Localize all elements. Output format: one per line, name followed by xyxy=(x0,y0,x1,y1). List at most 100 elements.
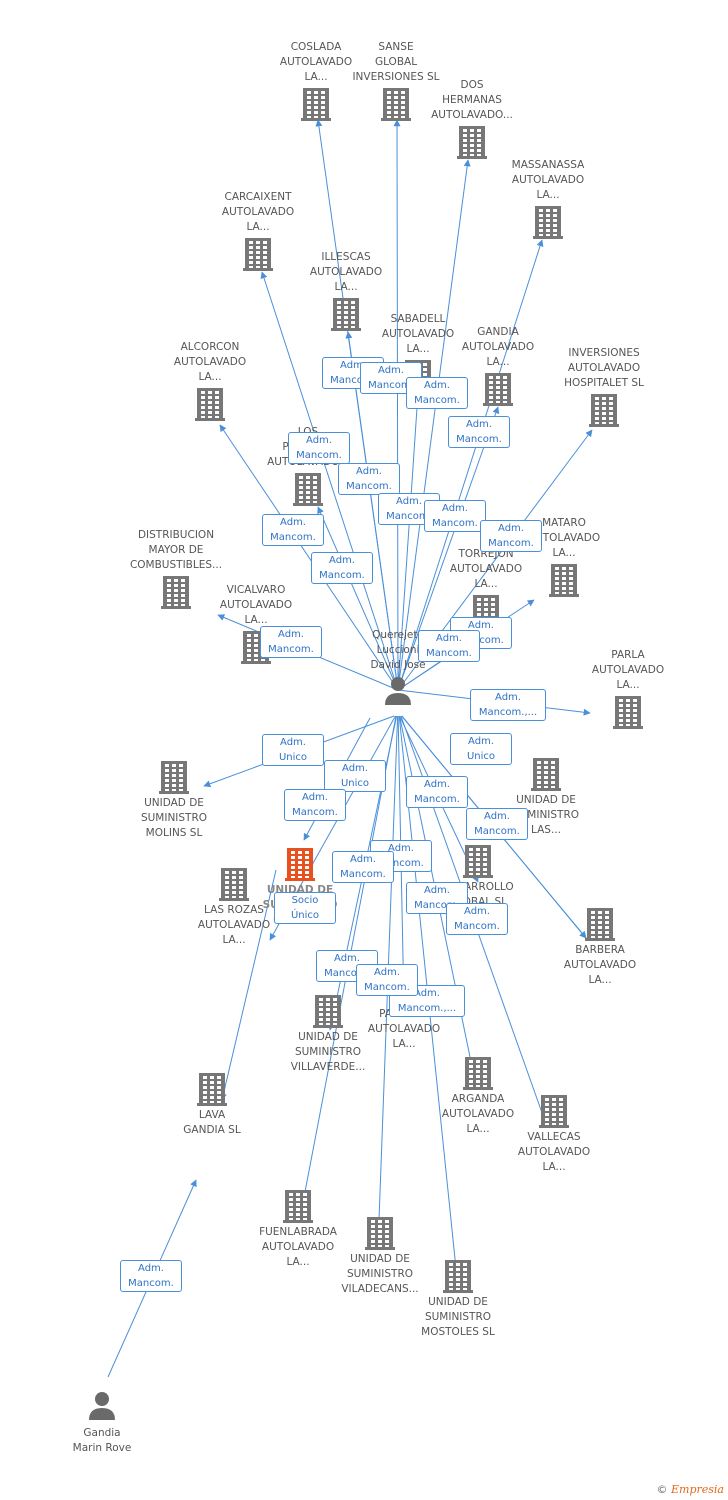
building-icon xyxy=(526,757,566,791)
company-mataro[interactable]: MATARO AUTOLAVADO LA... xyxy=(514,516,614,599)
building-icon xyxy=(608,695,648,729)
edge-focus-lava xyxy=(220,869,277,1101)
edge-sanse xyxy=(393,119,401,691)
building-icon xyxy=(308,994,348,1028)
company-las-rozas-label: LAS ROZAS AUTOLAVADO LA... xyxy=(197,904,271,946)
company-gandia-autolavado[interactable]: GANDIA AUTOLAVADO LA... xyxy=(448,325,548,408)
edge-label-vallecas: Adm. Mancom. xyxy=(446,903,508,935)
edge-label-molins: Adm. Unico xyxy=(262,734,324,766)
company-las-rozas[interactable]: LAS ROZAS AUTOLAVADO LA... xyxy=(184,865,284,948)
building-icon xyxy=(438,1259,478,1293)
edge-label-desarrollo: Adm. Mancom. xyxy=(406,776,468,808)
building-icon xyxy=(192,1072,232,1106)
brand-logo: Empresia xyxy=(671,1483,724,1496)
company-torrejon-label: TORREJON AUTOLAVADO LA... xyxy=(449,548,523,590)
edge-label-illescas: Adm. Mancom. xyxy=(338,463,400,495)
edge-label-carcaixent: Adm. Mancom. xyxy=(288,432,350,464)
company-massanassa[interactable]: MASSANASSA AUTOLAVADO LA... xyxy=(498,158,598,241)
company-inversiones-hospitalet-label: INVERSIONES AUTOLAVADO HOSPITALET SL xyxy=(564,347,644,389)
building-icon xyxy=(280,847,320,881)
edge-los-palacios xyxy=(317,506,399,691)
building-icon xyxy=(458,844,498,878)
company-distribucion-label: DISTRIBUCION MAYOR DE COMBUSTIBLES... xyxy=(129,529,223,571)
edge-label-vicalvaro: Adm. Mancom. xyxy=(260,626,322,658)
company-gandia-autolavado-label: GANDIA AUTOLAVADO LA... xyxy=(461,326,535,368)
company-fuenlabrada[interactable]: FUENLABRADA AUTOLAVADO LA... xyxy=(248,1187,348,1270)
building-icon xyxy=(458,1056,498,1090)
edge-gandia-autolavado xyxy=(397,406,500,691)
edge-dos-hermanas xyxy=(397,159,471,691)
company-barbera[interactable]: BARBERA AUTOLAVADO LA... xyxy=(550,905,650,988)
edge-label-focus: Adm. Unico xyxy=(324,760,386,792)
building-icon xyxy=(452,125,492,159)
company-distribucion[interactable]: DISTRIBUCION MAYOR DE COMBUSTIBLES... xyxy=(126,528,226,611)
company-molins[interactable]: UNIDAD DE SUMINISTRO MOLINS SL xyxy=(124,758,224,841)
edge-label-focus-lava: Socio Único xyxy=(274,892,336,924)
company-barbera-label: BARBERA AUTOLAVADO LA... xyxy=(563,944,637,986)
building-icon xyxy=(214,867,254,901)
building-icon xyxy=(478,372,518,406)
company-carcaixent[interactable]: CARCAIXENT AUTOLAVADO LA... xyxy=(208,190,308,273)
company-parla-label: PARLA AUTOLAVADO LA... xyxy=(591,649,665,691)
company-lava-gandia-label: LAVA GANDIA SL xyxy=(183,1109,241,1136)
person-icon xyxy=(378,675,418,709)
edge-sabadell xyxy=(397,392,422,691)
building-icon xyxy=(326,297,366,331)
company-arganda-label: ARGANDA AUTOLAVADO LA... xyxy=(441,1093,515,1135)
other-person-label: Gandia Marin Rove xyxy=(72,1427,132,1454)
company-molins-label: UNIDAD DE SUMINISTRO MOLINS SL xyxy=(140,797,208,839)
company-dos-hermanas[interactable]: DOS HERMANAS AUTOLAVADO... xyxy=(422,78,522,161)
edge-illescas xyxy=(345,331,399,691)
company-sanse[interactable]: SANSE GLOBAL INVERSIONES SL xyxy=(346,40,446,123)
center-person[interactable]: Querejeta Luccioni David Jose xyxy=(348,628,448,711)
company-vicalvaro-label: VICALVARO AUTOLAVADO LA... xyxy=(219,584,293,626)
building-icon xyxy=(190,387,230,421)
building-icon xyxy=(528,205,568,239)
edge-label-barbera: Adm. Mancom. xyxy=(466,808,528,840)
other-person[interactable]: Gandia Marin Rove xyxy=(52,1388,152,1456)
company-carcaixent-label: CARCAIXENT AUTOLAVADO LA... xyxy=(221,191,295,233)
company-alcorcon-label: ALCORCON AUTOLAVADO LA... xyxy=(173,341,247,383)
company-sanse-label: SANSE GLOBAL INVERSIONES SL xyxy=(352,41,440,83)
building-icon xyxy=(376,87,416,121)
building-icon xyxy=(154,760,194,794)
building-icon xyxy=(360,1216,400,1250)
edge-massanassa xyxy=(397,239,544,691)
edge-label-villaverde: Adm. Mancom. xyxy=(332,851,394,883)
company-villaverde[interactable]: UNIDAD DE SUMINISTRO VILLAVERDE... xyxy=(278,992,378,1075)
center-person-label: Querejeta Luccioni David Jose xyxy=(370,629,426,671)
company-alcorcon[interactable]: ALCORCON AUTOLAVADO LA... xyxy=(160,340,260,423)
building-icon xyxy=(544,563,584,597)
company-massanassa-label: MASSANASSA AUTOLAVADO LA... xyxy=(511,159,585,201)
company-coslada-label: COSLADA AUTOLAVADO LA... xyxy=(279,41,353,83)
building-icon xyxy=(580,907,620,941)
company-illescas-label: ILLESCAS AUTOLAVADO LA... xyxy=(309,251,383,293)
company-vallecas[interactable]: VALLECAS AUTOLAVADO LA... xyxy=(504,1092,604,1175)
edge-label-los-palacios: Adm. Mancom. xyxy=(311,552,373,584)
edge-label-las-rozas: Adm. Mancom. xyxy=(284,789,346,821)
company-lava-gandia[interactable]: LAVA GANDIA SL xyxy=(162,1070,262,1138)
company-fuenlabrada-label: FUENLABRADA AUTOLAVADO LA... xyxy=(259,1226,337,1268)
company-mataro-label: MATARO AUTOLAVADO LA... xyxy=(527,517,601,559)
company-mostoles-label: UNIDAD DE SUMINISTRO MOSTOLES SL xyxy=(421,1296,495,1338)
edge-label-gandia-autolavado: Adm. Mancom. xyxy=(424,500,486,532)
company-las-rosas[interactable]: UNIDAD DE SUMINISTRO LAS... xyxy=(496,755,596,838)
copyright-symbol: © xyxy=(656,1483,668,1496)
company-sabadell-label: SABADELL AUTOLAVADO LA... xyxy=(381,313,455,355)
company-villaverde-label: UNIDAD DE SUMINISTRO VILLAVERDE... xyxy=(290,1031,366,1073)
company-coslada[interactable]: COSLADA AUTOLAVADO LA... xyxy=(266,40,366,123)
edge-label-parla: Adm. Mancom.,... xyxy=(470,689,546,721)
brand-footer: © Empresia xyxy=(657,1483,725,1496)
person-icon xyxy=(82,1390,122,1424)
company-inversiones-hospitalet[interactable]: INVERSIONES AUTOLAVADO HOSPITALET SL xyxy=(554,346,654,429)
company-viladecans-label: UNIDAD DE SUMINISTRO VILADECANS... xyxy=(341,1253,419,1295)
building-icon xyxy=(278,1189,318,1223)
company-mostoles[interactable]: UNIDAD DE SUMINISTRO MOSTOLES SL xyxy=(408,1257,508,1340)
company-viladecans[interactable]: UNIDAD DE SUMINISTRO VILADECANS... xyxy=(330,1214,430,1297)
edge-label-torrejon: Adm. Mancom. xyxy=(418,630,480,662)
building-icon xyxy=(584,393,624,427)
company-arganda[interactable]: ARGANDA AUTOLAVADO LA... xyxy=(428,1054,528,1137)
company-illescas[interactable]: ILLESCAS AUTOLAVADO LA... xyxy=(296,250,396,333)
edge-label-alcorcon: Adm. Mancom. xyxy=(262,514,324,546)
company-parla[interactable]: PARLA AUTOLAVADO LA... xyxy=(578,648,678,731)
